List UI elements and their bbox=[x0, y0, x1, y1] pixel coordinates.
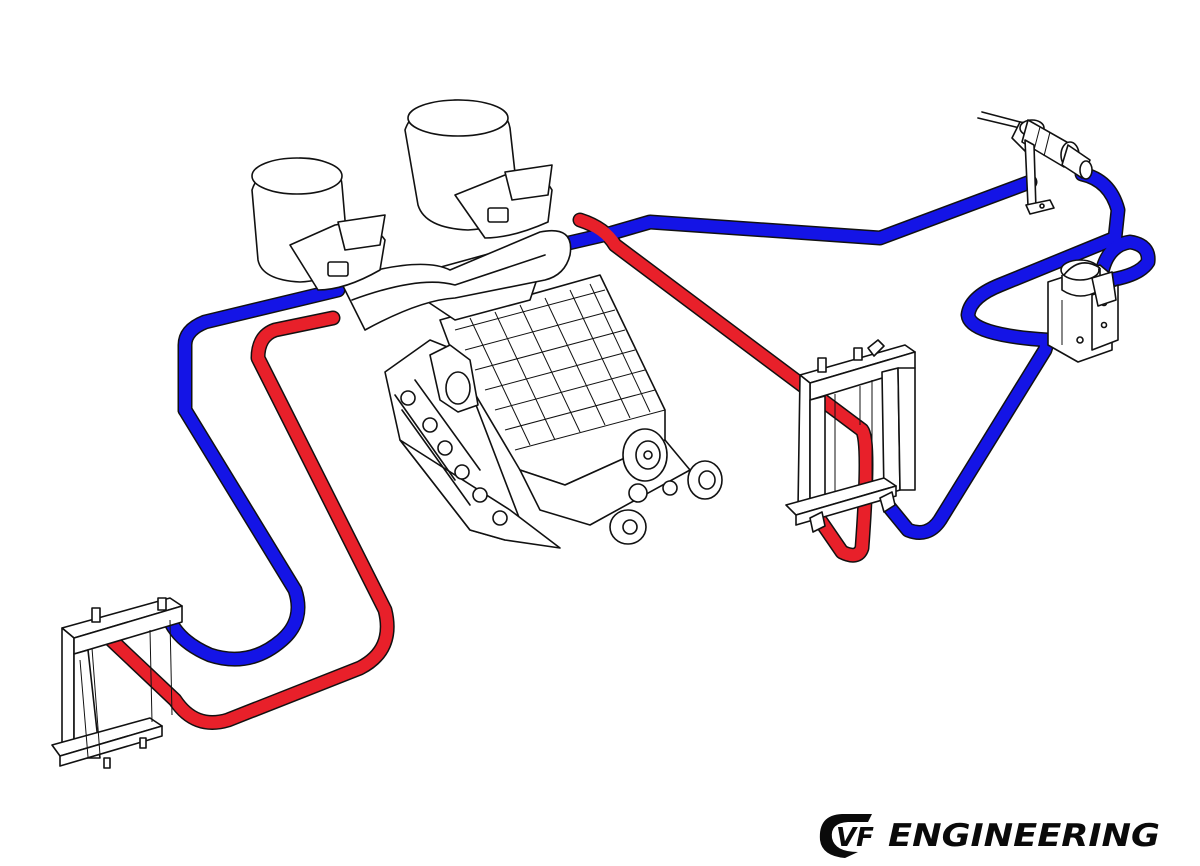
cold-line-loop bbox=[1096, 236, 1155, 286]
hot-coolant-lines bbox=[97, 214, 872, 729]
hot-line-right bbox=[574, 214, 872, 562]
logo-text: ENGINEERING bbox=[888, 818, 1160, 854]
logo-mark: VF bbox=[836, 823, 874, 853]
cold-coolant-lines bbox=[161, 168, 1155, 666]
left-heat-exchanger bbox=[51, 597, 183, 769]
vf-engineering-logo: VF ENGINEERING bbox=[819, 814, 1160, 858]
coolant-pump bbox=[977, 111, 1093, 215]
cold-line-top bbox=[554, 176, 1036, 251]
cold-line-left-upper bbox=[179, 284, 344, 416]
air-intake bbox=[251, 99, 572, 331]
hot-line-left bbox=[97, 312, 394, 729]
cold-line-left-lower bbox=[161, 404, 304, 666]
coolant-reservoir bbox=[1047, 259, 1119, 363]
right-heat-exchanger bbox=[785, 339, 916, 533]
cold-line-right bbox=[884, 168, 1124, 539]
